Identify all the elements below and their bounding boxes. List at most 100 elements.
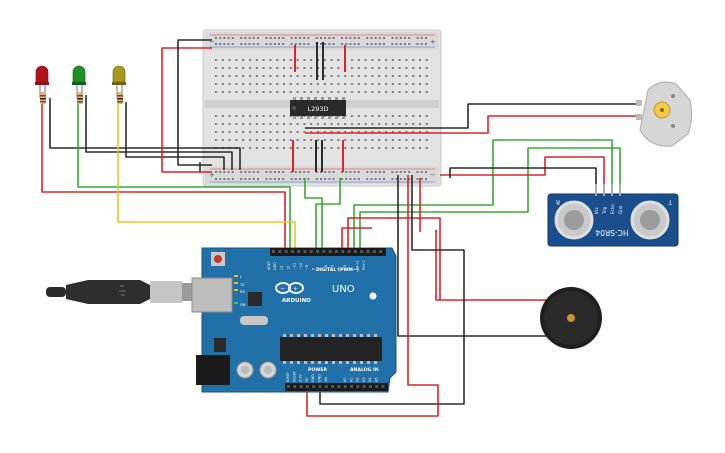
breadboard-hole xyxy=(315,178,318,180)
breadboard-hole xyxy=(419,147,421,149)
header-hole xyxy=(324,385,328,388)
arduino-logo-text: ARDUINO xyxy=(282,298,311,304)
breadboard-hole xyxy=(219,43,222,45)
breadboard-hole xyxy=(278,171,280,173)
breadboard-hole xyxy=(364,59,367,61)
breadboard-hole xyxy=(378,131,381,133)
sensor-pin-labels: Vcc Trig Echo Gnd xyxy=(594,204,623,215)
breadboard-hole xyxy=(353,178,356,180)
breadboard-hole xyxy=(289,147,292,149)
breadboard-hole xyxy=(323,91,326,93)
breadboard-hole xyxy=(364,83,367,85)
breadboard-hole xyxy=(310,131,313,133)
breadboard-hole xyxy=(405,91,408,93)
breadboard-hole xyxy=(310,139,313,141)
header-hole xyxy=(337,385,341,388)
breadboard-hole xyxy=(262,83,265,85)
breadboard-hole xyxy=(269,75,272,77)
breadboard-hole xyxy=(405,115,408,117)
chip-pin xyxy=(314,116,317,119)
header-hole xyxy=(353,250,357,253)
breadboard-hole xyxy=(370,37,373,39)
mcu-pin xyxy=(353,361,356,364)
breadboard-hole xyxy=(404,43,406,45)
breadboard-hole xyxy=(385,147,387,149)
breadboard-hole xyxy=(257,43,259,45)
arduino-logo: − + xyxy=(275,282,304,294)
digital-header xyxy=(270,248,386,256)
breadboard-hole xyxy=(425,147,428,149)
breadboard-hole xyxy=(391,123,394,125)
breadboard-hole xyxy=(283,59,285,61)
arduino-uno: − + ARDUINO UNO DIGITAL (PWM~) POWER ANA… xyxy=(191,247,397,393)
breadboard-hole xyxy=(412,91,415,93)
breadboard-hole xyxy=(255,83,258,85)
breadboard-hole xyxy=(405,131,408,133)
header-hole xyxy=(278,250,282,253)
breadboard-hole xyxy=(228,131,231,133)
breadboard-hole xyxy=(412,115,415,117)
breadboard-hole xyxy=(249,75,251,77)
pin-label: ~5 xyxy=(330,265,334,270)
header-hole xyxy=(366,250,370,253)
chip-pin xyxy=(335,116,338,119)
breadboard-hole xyxy=(296,139,299,141)
breadboard-hole xyxy=(219,37,222,39)
bottom-rail-right-label: − xyxy=(430,171,436,179)
pin-label: ~6 xyxy=(324,265,328,270)
header-hole xyxy=(303,250,307,253)
breadboard-hole xyxy=(317,139,319,141)
breadboard-hole xyxy=(290,43,293,45)
breadboard-hole xyxy=(345,171,348,173)
breadboard-hole xyxy=(395,37,398,39)
chip-pin xyxy=(307,97,310,100)
breadboard-hole xyxy=(341,37,343,39)
breadboard-hole xyxy=(242,147,245,149)
header-hole xyxy=(362,385,366,388)
digital-header-label: DIGITAL (PWM~) xyxy=(316,267,359,273)
breadboard-hole xyxy=(378,115,381,117)
mcu-pin xyxy=(297,361,300,364)
breadboard-hole xyxy=(249,91,251,93)
breadboard-hole xyxy=(351,91,353,93)
pin-label: GND xyxy=(311,374,315,382)
breadboard-hole xyxy=(248,178,251,180)
breadboard-hole xyxy=(398,115,401,117)
breadboard-hole xyxy=(269,43,272,45)
breadboard-hole xyxy=(303,67,306,69)
chip-pin xyxy=(342,97,345,100)
mcu-pin xyxy=(360,361,363,364)
breadboard-hole xyxy=(391,171,394,173)
breadboard-hole xyxy=(235,139,238,141)
breadboard-hole xyxy=(357,178,360,180)
breadboard-hole xyxy=(227,171,230,173)
breadboard-hole xyxy=(219,178,222,180)
breadboard-hole xyxy=(408,37,411,39)
breadboard-hole xyxy=(310,83,313,85)
breadboard-hole xyxy=(332,171,335,173)
breadboard-hole xyxy=(351,123,353,125)
pin-label: GND xyxy=(273,262,277,270)
breadboard-jumpers xyxy=(292,42,346,172)
breadboard-hole xyxy=(366,178,369,180)
breadboard-hole xyxy=(371,67,374,69)
breadboard-hole xyxy=(289,91,292,93)
header-hole xyxy=(272,250,275,253)
dc-motor xyxy=(636,81,693,147)
breadboard-hole xyxy=(425,115,428,117)
header-hole xyxy=(356,385,360,388)
mcu-pin xyxy=(332,361,335,364)
breadboard-hole xyxy=(425,139,428,141)
breadboard-hole xyxy=(283,139,285,141)
header-hole xyxy=(347,250,351,253)
breadboard-hole xyxy=(262,115,265,117)
breadboard-hole xyxy=(276,59,279,61)
header-hole xyxy=(335,250,338,253)
mcu-pin xyxy=(290,334,293,337)
breadboard-hole xyxy=(416,171,419,173)
pin-label: A4 xyxy=(368,378,372,382)
breadboard-hole xyxy=(344,91,347,93)
breadboard-hole xyxy=(240,178,243,180)
breadboard-hole xyxy=(282,43,285,45)
breadboard-hole xyxy=(385,123,387,125)
